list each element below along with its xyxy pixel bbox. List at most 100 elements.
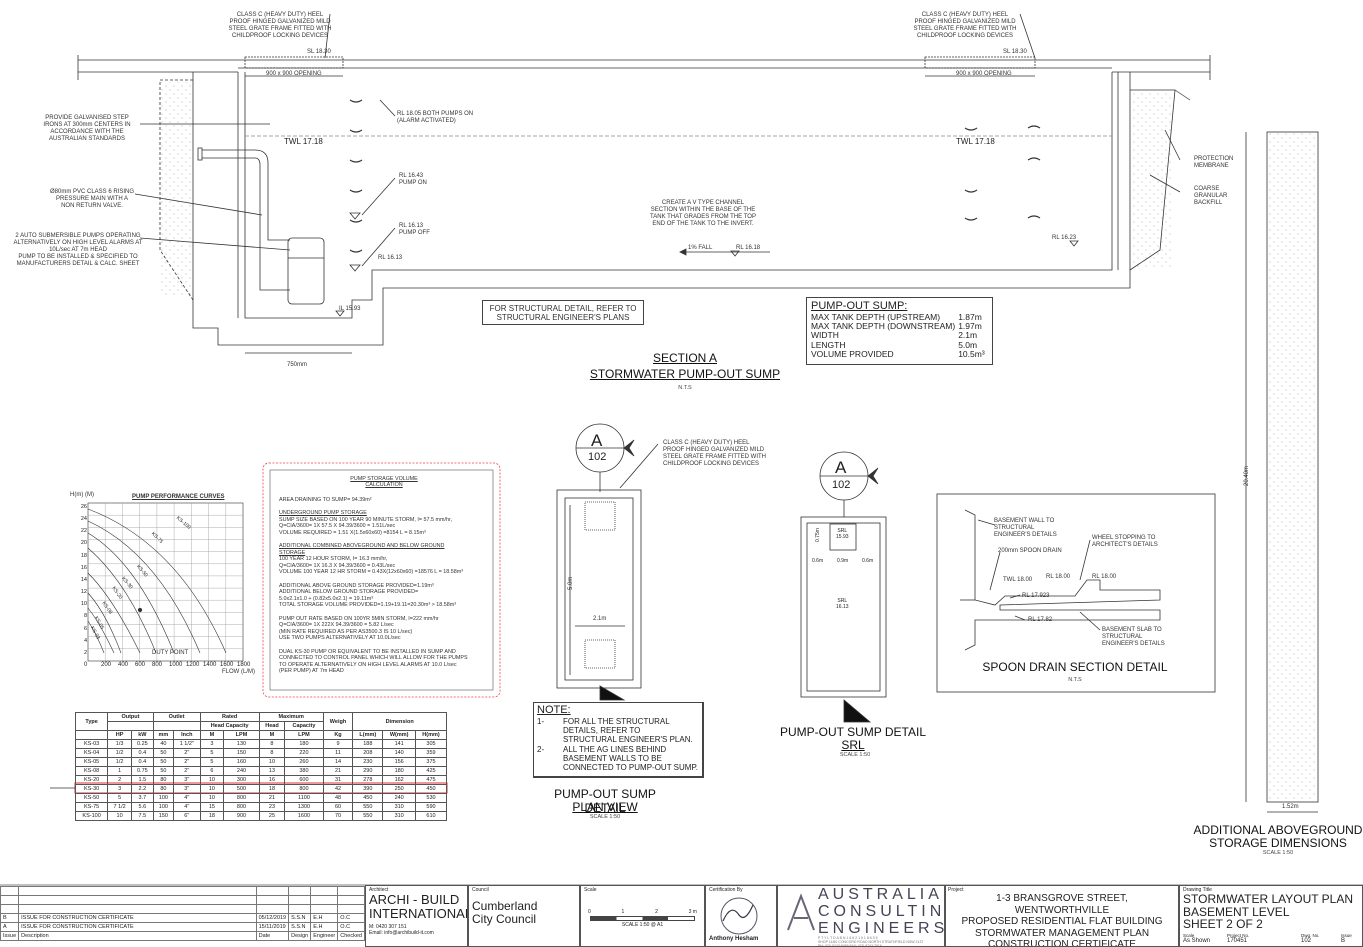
sl-right: SL 18.30 bbox=[1003, 49, 1027, 55]
sump-label: WIDTH bbox=[811, 330, 839, 341]
sump-row: MAX TANK DEPTH (DOWNSTREAM)1.97m bbox=[811, 321, 988, 331]
rev-engineer: E.H bbox=[310, 922, 339, 932]
table-cell: 2.2 bbox=[131, 784, 154, 794]
step-iron-note: PROVIDE GALVANISED STEP IRONS AT 300mm C… bbox=[43, 115, 131, 142]
table-cell: 3 bbox=[199, 739, 225, 749]
rev-h: Description bbox=[18, 931, 257, 941]
table-cell: 7 1/2 bbox=[107, 802, 132, 812]
spoon-scale: N.T.S bbox=[1068, 677, 1082, 683]
table-cell: 13 bbox=[258, 766, 286, 776]
note-text-1: FOR ALL THE STRUCTURAL DETAILS, REFER TO… bbox=[563, 717, 693, 745]
drawing-title: STORMWATER LAYOUT PLAN BASEMENT LEVEL SH… bbox=[1183, 892, 1354, 932]
th-sub: H(mm) bbox=[414, 730, 448, 740]
spoon-rl1800a: RL 18.00 bbox=[1046, 574, 1071, 580]
table-cell: 11 bbox=[322, 748, 354, 758]
table-cell: 5 bbox=[199, 757, 225, 767]
table-cell: 5.6 bbox=[131, 802, 154, 812]
table-cell: 550 bbox=[352, 802, 384, 812]
pumps-note: 2 AUTO SUBMERSIBLE PUMPS OPERATING ALTER… bbox=[13, 233, 143, 267]
table-cell: 10 bbox=[258, 757, 286, 767]
add-dim-length: 20.40m bbox=[1244, 465, 1250, 486]
note-num-1: 1- bbox=[537, 717, 545, 726]
table-cell: 188 bbox=[352, 739, 384, 749]
spoon-rl1782: RL 17.82 bbox=[1028, 617, 1053, 623]
th-sub: LPM bbox=[223, 730, 260, 740]
table-cell: 141 bbox=[382, 739, 416, 749]
drawing-label: Drawing Title bbox=[1183, 887, 1212, 893]
meta-value: 170451 bbox=[1227, 937, 1248, 944]
table-cell: 800 bbox=[284, 784, 324, 794]
table-cell: 450 bbox=[352, 793, 384, 803]
table-cell: 3" bbox=[173, 784, 201, 794]
table-cell: 1300 bbox=[284, 802, 324, 812]
xtick: 800 bbox=[152, 662, 163, 668]
table-cell: 180 bbox=[284, 739, 324, 749]
table-cell: 3 bbox=[107, 784, 132, 794]
table-cell: 100 bbox=[152, 802, 175, 812]
rev-date: 05/12/2019 bbox=[255, 913, 290, 923]
rl-alarm: RL 18.05 BOTH PUMPS ON (ALARM ACTIVATED) bbox=[397, 111, 474, 124]
table-cell: 260 bbox=[284, 757, 324, 767]
ytick: 12 bbox=[80, 589, 87, 596]
th-dimension: Dimension bbox=[352, 712, 447, 731]
certification-cell: Certification By Anthony Hesham bbox=[705, 885, 777, 947]
table-cell: 8 bbox=[258, 748, 286, 758]
spoon-basement-wall: BASEMENT WALL TO STRUCTURAL ENGINEER'S D… bbox=[994, 518, 1057, 538]
table-cell: 530 bbox=[414, 793, 448, 803]
table-cell: 70 bbox=[322, 811, 354, 821]
note-text-2: ALL THE AG LINES BEHIND BASEMENT WALLS T… bbox=[563, 744, 698, 772]
rev-h: Issue bbox=[0, 931, 20, 941]
th-sub: M bbox=[258, 730, 286, 740]
drawing-title-cell: Drawing Title STORMWATER LAYOUT PLAN BAS… bbox=[1179, 885, 1363, 947]
ytick: 16 bbox=[80, 564, 87, 571]
th-sub: M bbox=[199, 730, 225, 740]
plan-scale: SCALE 1:50 bbox=[589, 814, 621, 820]
rl-1613: RL 16.13 bbox=[378, 255, 403, 261]
engineers-cell: AUSTRALIAN CONSULTING ENGINEERS P T Y L … bbox=[777, 885, 945, 947]
curve-ylabel: H(m) (M) bbox=[70, 492, 94, 498]
rev-issue: B bbox=[0, 913, 20, 923]
project-title: 1-3 BRANSGROVE STREET, WENTWORTHVILLE PR… bbox=[961, 893, 1163, 947]
table-cell: 359 bbox=[414, 748, 448, 758]
meta-value: As Shown bbox=[1183, 937, 1211, 944]
meta-label: Scale bbox=[1183, 932, 1195, 938]
cert-name: Anthony Hesham bbox=[709, 936, 759, 942]
plan-dim-length: 5.0m bbox=[568, 576, 574, 590]
table-cell: 550 bbox=[352, 811, 384, 821]
table-cell: 310 bbox=[382, 811, 416, 821]
table-cell: 5 bbox=[199, 748, 225, 758]
rev-desc: ISSUE FOR CONSTRUCTION CERTIFICATE bbox=[18, 922, 257, 932]
table-cell: 4" bbox=[173, 802, 201, 812]
sump-label: VOLUME PROVIDED bbox=[811, 348, 894, 359]
spoon-twl: TWL 18.00 bbox=[1003, 577, 1033, 583]
table-cell: 0.4 bbox=[131, 748, 154, 758]
table-cell: 230 bbox=[352, 757, 384, 767]
calc-rate-body: PUMP OUT RATE BASED ON 100YR 5MIN STORM,… bbox=[279, 615, 439, 642]
spoon-slab: BASEMENT SLAB TO STRUCTURAL ENGINEER'S D… bbox=[1102, 627, 1165, 647]
th-outlet: Outlet bbox=[152, 712, 201, 722]
scale-label: Scale bbox=[584, 887, 597, 893]
ytick: 18 bbox=[80, 552, 87, 559]
calc-add-body: ADDITIONAL ABOVE GROUND STORAGE PROVIDED… bbox=[279, 582, 457, 609]
th-capacity: Capacity bbox=[284, 721, 324, 731]
table-cell: 1100 bbox=[284, 793, 324, 803]
sump-value: 5.0m bbox=[958, 339, 978, 350]
grate-note-left: CLASS C (HEAVY DUTY) HEEL PROOF HINGED G… bbox=[228, 12, 332, 39]
table-cell: 10 bbox=[107, 811, 132, 821]
ytick: 24 bbox=[80, 516, 87, 523]
architect-name: ARCHI - BUILD INTERNATIONAL bbox=[369, 892, 468, 922]
rev-date: 15/11/2019 bbox=[255, 922, 290, 932]
table-cell: 0.4 bbox=[131, 757, 154, 767]
table-cell: 50 bbox=[152, 757, 175, 767]
table-cell: KS-03 bbox=[74, 739, 109, 749]
scale-tick: 2 bbox=[655, 909, 658, 915]
sl-left: SL 18.30 bbox=[307, 49, 331, 55]
